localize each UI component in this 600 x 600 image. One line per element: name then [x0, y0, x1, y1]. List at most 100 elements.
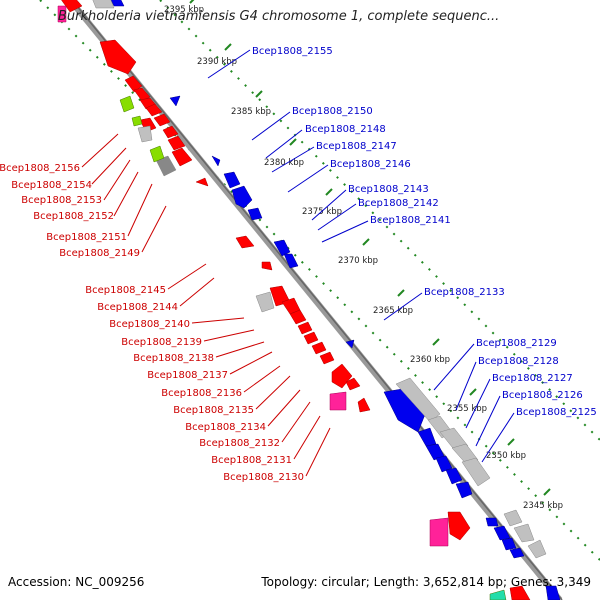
gene-feature [513, 523, 535, 543]
gene-feature [283, 253, 299, 269]
tick-label: 2390 kbp [197, 57, 237, 67]
gene-label[interactable]: Bcep1808_2154 [11, 180, 92, 191]
gene-feature [99, 39, 137, 75]
gene-feature [435, 455, 453, 473]
forward-leaders [81, 133, 331, 477]
gene-feature [395, 377, 441, 423]
gene-feature [501, 537, 517, 551]
gene-label[interactable]: Bcep1808_2137 [147, 370, 228, 381]
gene-label[interactable]: Bcep1808_2142 [358, 198, 439, 209]
gene-label[interactable]: Bcep1808_2128 [478, 356, 559, 367]
tick-dotted-line [159, 0, 600, 441]
gene-feature [92, 0, 115, 9]
gene-label[interactable]: Bcep1808_2136 [161, 388, 242, 399]
map-title: Burkholderia vietnamiensis G4 chromosome… [58, 9, 500, 24]
gene-feature [261, 261, 273, 271]
gene-label[interactable]: Bcep1808_2145 [85, 285, 166, 296]
gene-feature [124, 75, 143, 93]
gene-feature [509, 585, 531, 600]
gene-feature [417, 427, 437, 447]
gene-label[interactable]: Bcep1808_2152 [33, 211, 114, 222]
gene-label[interactable]: Bcep1808_2144 [97, 302, 178, 313]
gene-feature [527, 539, 547, 559]
gene-feature [425, 443, 445, 461]
gene-feature [455, 481, 473, 499]
pseudo-genes [92, 0, 547, 559]
gene-label[interactable]: Bcep1808_2141 [370, 215, 451, 226]
gene-feature [289, 309, 307, 325]
gene-feature [61, 0, 83, 13]
gene-feature [137, 125, 153, 143]
gene-feature [255, 291, 275, 313]
gene-label[interactable]: Bcep1808_2150 [292, 106, 373, 117]
forward-genes [61, 0, 531, 600]
gene-feature [211, 155, 221, 167]
gene-feature [195, 177, 209, 187]
outer-dotted-line [39, 0, 600, 561]
gene-label[interactable]: Bcep1808_2147 [316, 141, 397, 152]
gene-label[interactable]: Bcep1808_2138 [133, 353, 214, 364]
gene-feature [171, 147, 193, 167]
scale-ticks: 2395 kbp 2390 kbp 2385 kbp 2380 kbp 2375… [164, 0, 563, 511]
gene-feature [303, 331, 319, 345]
gene-label[interactable]: Bcep1808_2156 [0, 163, 80, 174]
tick-label: 2395 kbp [164, 5, 204, 15]
gene-feature [110, 0, 125, 7]
gene-label[interactable]: Bcep1808_2126 [502, 390, 583, 401]
gene-feature [131, 115, 143, 127]
gene-feature [169, 95, 181, 107]
gene-feature [297, 321, 313, 335]
tick-label: 2370 kbp [338, 256, 378, 266]
gene-feature [345, 377, 361, 391]
gene-label[interactable]: Bcep1808_2131 [211, 455, 292, 466]
other-features [57, 5, 449, 547]
gene-feature [149, 145, 165, 163]
gene-label[interactable]: Bcep1808_2132 [199, 438, 280, 449]
gene-label[interactable]: Bcep1808_2148 [305, 124, 386, 135]
gene-feature [489, 589, 507, 600]
gene-feature [57, 5, 67, 23]
gene-label[interactable]: Bcep1808_2140 [109, 319, 190, 330]
tick-label: 2360 kbp [410, 355, 450, 365]
gene-label[interactable]: Bcep1808_2146 [330, 159, 411, 170]
gene-feature [319, 351, 335, 365]
forward-gene-labels: Bcep1808_2156 Bcep1808_2154 Bcep1808_215… [0, 163, 304, 483]
gene-label[interactable]: Bcep1808_2149 [59, 248, 140, 259]
gene-label[interactable]: Bcep1808_2153 [21, 195, 102, 206]
gene-feature [133, 87, 151, 102]
gene-feature [485, 517, 499, 527]
tick-label: 2385 kbp [231, 107, 271, 117]
tick-label: 2365 kbp [373, 306, 413, 316]
gene-label[interactable]: Bcep1808_2129 [476, 338, 557, 349]
gene-feature [119, 95, 135, 113]
gene-label[interactable]: Bcep1808_2135 [173, 405, 254, 416]
gene-label[interactable]: Bcep1808_2151 [46, 232, 127, 243]
reverse-gene-labels: Bcep1808_2155 Bcep1808_2150 Bcep1808_214… [252, 46, 597, 418]
gene-feature [445, 467, 463, 485]
gene-label[interactable]: Bcep1808_2134 [185, 422, 266, 433]
gene-feature [329, 391, 347, 411]
gene-label[interactable]: Bcep1808_2127 [492, 373, 573, 384]
tick-label: 2355 kbp [447, 404, 487, 414]
gene-feature [461, 457, 491, 487]
gene-label[interactable]: Bcep1808_2139 [121, 337, 202, 348]
gene-feature [447, 511, 471, 541]
gene-feature [273, 239, 291, 257]
gene-feature [247, 207, 263, 221]
gene-label[interactable]: Bcep1808_2125 [516, 407, 597, 418]
gene-label[interactable]: Bcep1808_2130 [223, 472, 304, 483]
gene-feature [311, 341, 327, 355]
gene-label[interactable]: Bcep1808_2143 [348, 184, 429, 195]
backbone-edge [71, 0, 563, 600]
gene-label[interactable]: Bcep1808_2155 [252, 46, 333, 57]
gene-feature [231, 185, 253, 209]
gene-feature [545, 585, 561, 600]
tick-label: 2350 kbp [486, 451, 526, 461]
gene-label[interactable]: Bcep1808_2133 [424, 287, 505, 298]
gene-feature [145, 103, 163, 117]
rna-genes [119, 95, 507, 600]
gene-feature [509, 547, 525, 559]
gene-feature [345, 339, 355, 349]
gene-feature [235, 235, 255, 249]
